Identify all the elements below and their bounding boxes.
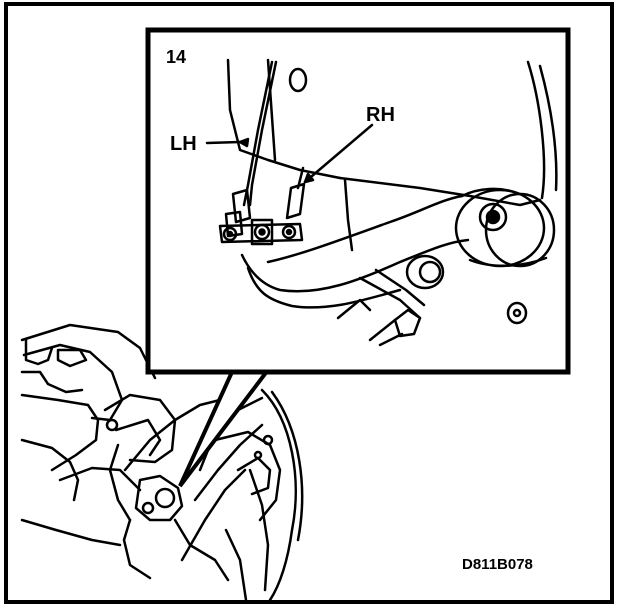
rh-callout-label: RH xyxy=(366,104,395,126)
background-assembly-drawing xyxy=(20,323,304,602)
detail-inset-box xyxy=(145,27,571,375)
reference-code: D811B078 xyxy=(462,556,533,573)
lh-callout-label: LH xyxy=(170,133,197,155)
inset-detail-drawing xyxy=(205,58,558,347)
step-number: 14 xyxy=(166,47,186,67)
